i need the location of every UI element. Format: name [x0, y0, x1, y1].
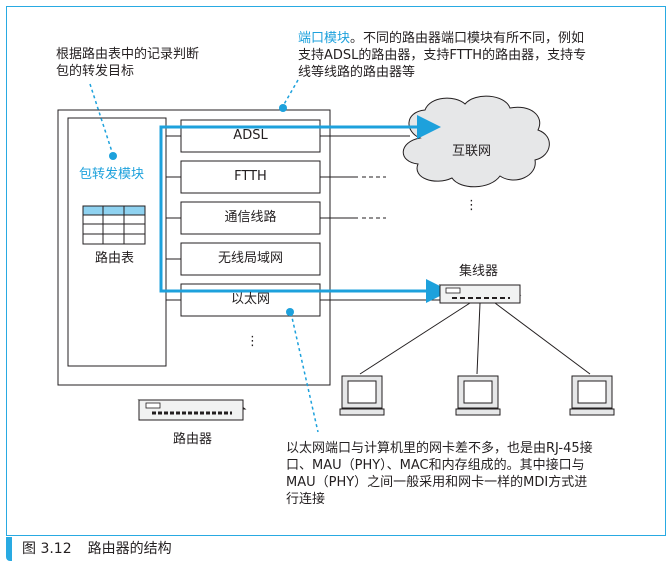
figure-caption: 图 3.12 路由器的结构: [22, 540, 172, 558]
port-note-line2: 支持ADSL的路由器，支持FTTH的路由器，支持专: [298, 48, 587, 63]
port-label-wlan: 无线局域网: [217, 251, 283, 266]
forwarding-module-label: 包转发模块: [79, 167, 145, 182]
forwarding-arrow: [159, 115, 450, 303]
ports-ellipsis: ⋮: [246, 334, 259, 349]
hub-label: 集线器: [459, 264, 499, 279]
callout-leaders: [89, 79, 319, 433]
routing-table-icon: [82, 205, 146, 245]
port-box-wlan: [180, 242, 321, 276]
port-label-ethernet: 以太网: [230, 292, 270, 307]
hub-links: [359, 302, 591, 375]
ethernet-note-line4: 行连接: [286, 492, 326, 507]
port-boxes: [166, 119, 450, 317]
routing-note-line2: 包的转发目标: [56, 64, 135, 79]
ethernet-note-line3: MAU（PHY）之间一般采用和网卡一样的MDI方式进: [286, 475, 588, 490]
figure-frame: [6, 6, 666, 536]
routing-table-label: 路由表: [95, 251, 135, 266]
ethernet-note-line2: 口、MAU（PHY）、MAC和内存组成的。其中接口与: [286, 458, 585, 473]
routing-note-line1: 根据路由表中的记录判断: [56, 47, 200, 62]
ethernet-note-line1: 以太网端口与计算机里的网卡差不多，也是由RJ-45接: [286, 441, 593, 456]
port-label-ftth: FTTH: [234, 169, 267, 184]
port-label-adsl: ADSL: [233, 128, 268, 143]
figure-number: 图 3.12: [22, 541, 72, 557]
computer-icon: [339, 375, 385, 416]
hub-device: [438, 284, 522, 304]
caption-accent-bar: [6, 537, 12, 561]
internet-cloud: [402, 95, 550, 188]
port-note-title: 端口模块: [298, 31, 351, 46]
figure-title: 路由器的结构: [87, 541, 172, 557]
port-note-line3: 线等线路的路由器等: [298, 65, 416, 80]
internet-label: 互联网: [452, 144, 492, 159]
computer-icon: [455, 375, 501, 416]
port-box-ethernet: [180, 283, 321, 317]
internet-ellipsis: ⋮: [465, 198, 478, 213]
computer-icon: [569, 375, 615, 416]
port-label-line: 通信线路: [224, 210, 277, 225]
router-device-icon: [137, 399, 247, 421]
port-note-text1: 。不同的路由器端口模块有所不同，例如: [350, 31, 585, 46]
router-label: 路由器: [173, 432, 213, 447]
callout-dots: [109, 104, 294, 316]
port-box-line: [180, 201, 321, 235]
port-note-line1: 端口模块。不同的路由器端口模块有所不同，例如: [298, 30, 584, 48]
